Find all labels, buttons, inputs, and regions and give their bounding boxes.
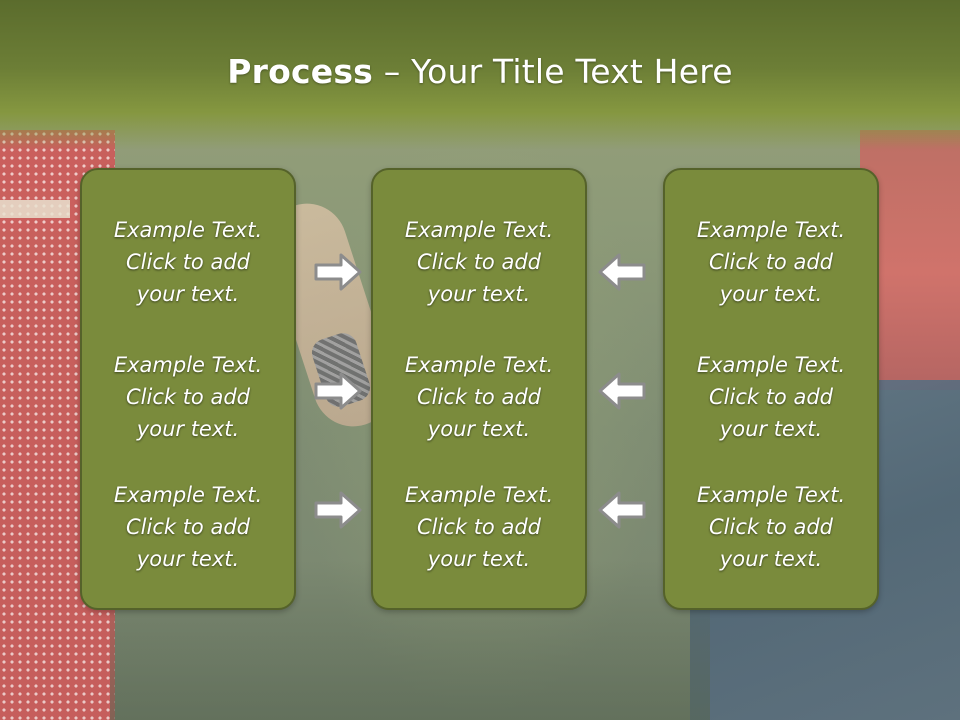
text-line: Example Text. (696, 483, 846, 507)
arrow-right-icon (314, 253, 362, 291)
text-block[interactable]: Example Text. Click to add your text. (82, 479, 294, 575)
text-line: Example Text. (113, 353, 263, 377)
text-line: Example Text. (404, 218, 554, 242)
text-block[interactable]: Example Text. Click to add your text. (82, 214, 294, 310)
background-belt (0, 200, 70, 218)
arrow-right-icon (314, 491, 362, 529)
text-block[interactable]: Example Text. Click to add your text. (82, 349, 294, 445)
text-line: Example Text. (696, 218, 846, 242)
text-line: Click to add (125, 385, 250, 409)
text-line: Example Text. (404, 483, 554, 507)
title-rest: – Your Title Text Here (373, 52, 733, 91)
title-bold: Process (227, 52, 374, 91)
arrow-left-icon (598, 491, 646, 529)
text-line: your text. (719, 547, 823, 571)
text-line: Click to add (708, 250, 833, 274)
process-box-center[interactable]: Example Text. Click to add your text. Ex… (371, 168, 587, 610)
arrow-right-icon (314, 372, 362, 410)
text-line: Click to add (125, 250, 250, 274)
text-block[interactable]: Example Text. Click to add your text. (665, 479, 877, 575)
text-line: your text. (719, 282, 823, 306)
arrow-left-icon (598, 253, 646, 291)
slide-title[interactable]: Process – Your Title Text Here (0, 52, 960, 91)
text-line: your text. (427, 547, 531, 571)
title-band (0, 0, 960, 150)
text-line: your text. (427, 417, 531, 441)
text-block[interactable]: Example Text. Click to add your text. (665, 214, 877, 310)
text-line: Click to add (416, 250, 541, 274)
text-line: Click to add (708, 515, 833, 539)
text-line: Click to add (125, 515, 250, 539)
text-line: your text. (136, 547, 240, 571)
text-line: your text. (427, 282, 531, 306)
text-block[interactable]: Example Text. Click to add your text. (373, 214, 585, 310)
process-box-right[interactable]: Example Text. Click to add your text. Ex… (663, 168, 879, 610)
text-block[interactable]: Example Text. Click to add your text. (665, 349, 877, 445)
arrow-left-icon (598, 372, 646, 410)
text-block[interactable]: Example Text. Click to add your text. (373, 349, 585, 445)
text-line: Example Text. (404, 353, 554, 377)
process-box-left[interactable]: Example Text. Click to add your text. Ex… (80, 168, 296, 610)
text-line: Click to add (416, 515, 541, 539)
text-line: Click to add (416, 385, 541, 409)
text-line: Example Text. (696, 353, 846, 377)
text-line: Example Text. (113, 218, 263, 242)
text-line: Example Text. (113, 483, 263, 507)
text-line: Click to add (708, 385, 833, 409)
text-block[interactable]: Example Text. Click to add your text. (373, 479, 585, 575)
text-line: your text. (136, 417, 240, 441)
text-line: your text. (719, 417, 823, 441)
text-line: your text. (136, 282, 240, 306)
